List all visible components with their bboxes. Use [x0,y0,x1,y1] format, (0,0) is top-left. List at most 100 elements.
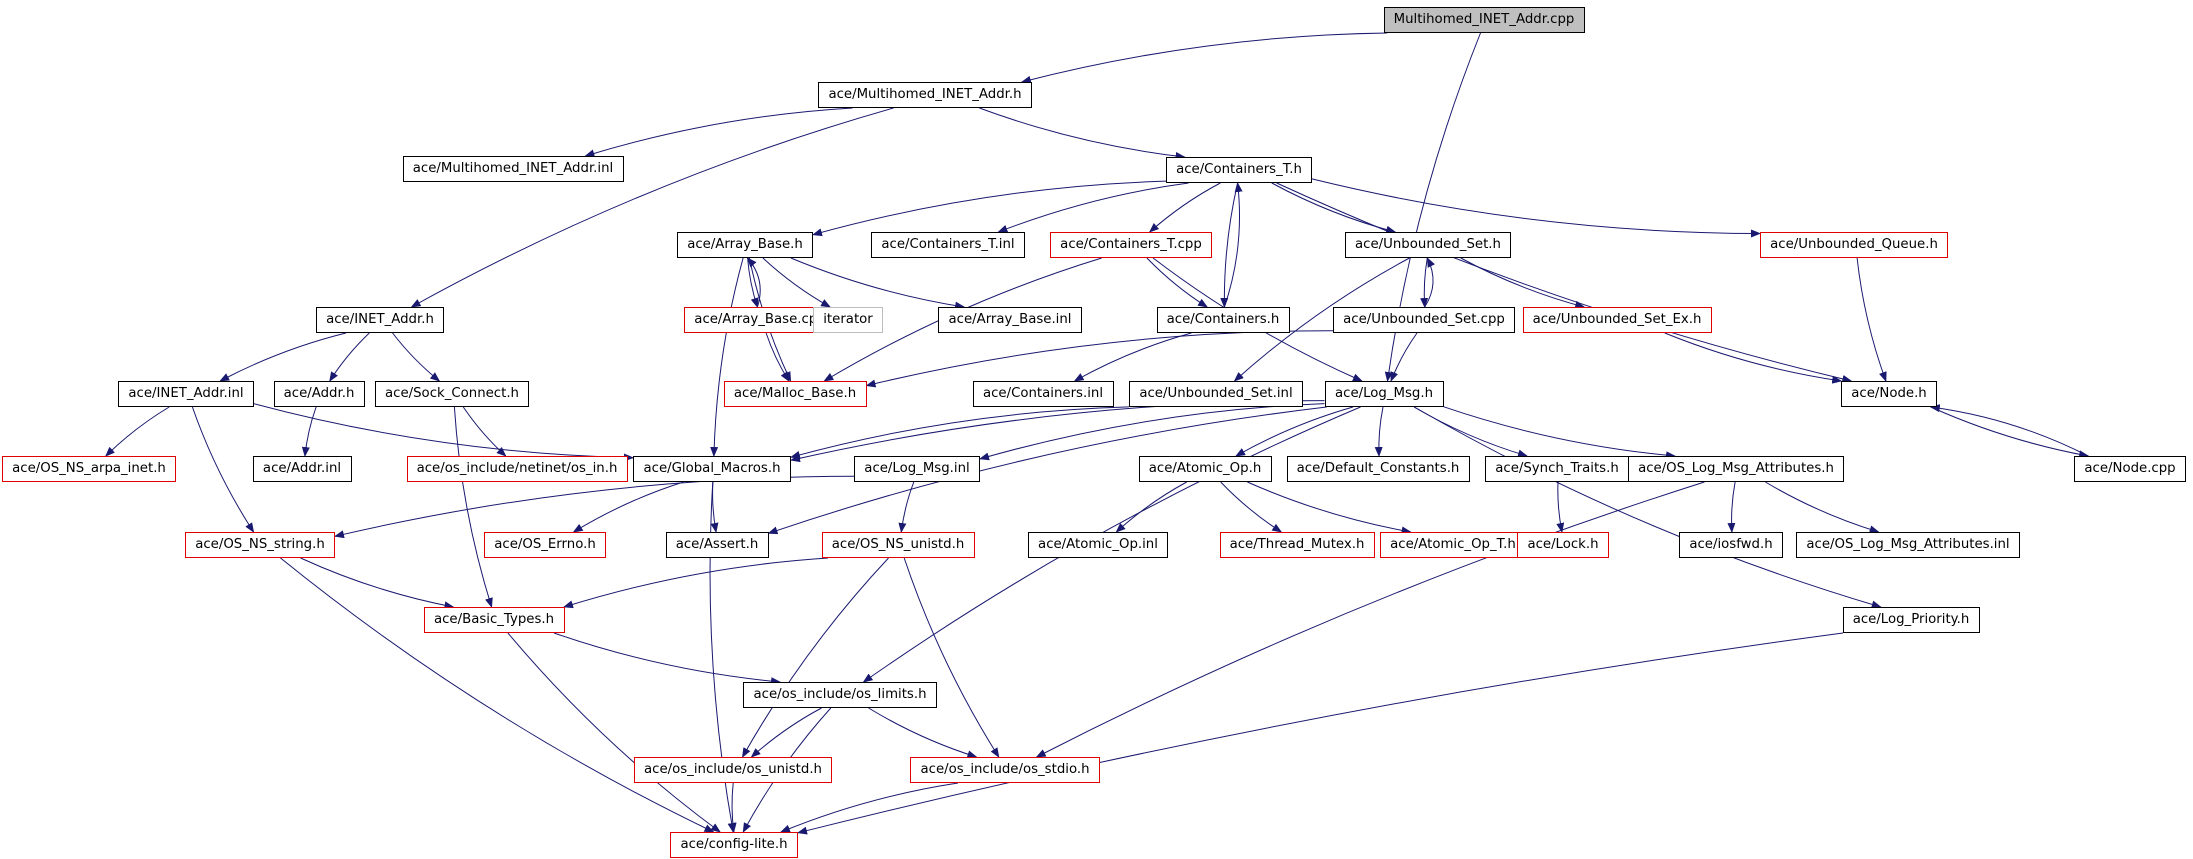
edge-cont_t_h-to-cont_t_cpp [1148,182,1221,233]
edge-unb_set_inl-to-glob_mac [790,406,1130,459]
node-ace-inet-addr-h[interactable]: ace/INET_Addr.h [316,307,444,333]
node-ace-log-msg-h[interactable]: ace/Log_Msg.h [1324,381,1444,407]
node-ace-containers-h[interactable]: ace/Containers.h [1156,307,1290,333]
edge-arr_cpp-to-malloc [765,332,790,382]
edge-cont_t_cpp-to-cont_h [1146,257,1208,308]
node-ace-os-include-os-stdio-h[interactable]: ace/os_include/os_stdio.h [910,757,1100,783]
node-ace-unbounded-set-ex-h[interactable]: ace/Unbounded_Set_Ex.h [1522,307,1712,333]
node-ace-addr-inl[interactable]: ace/Addr.inl [252,456,352,482]
edge-os_log_attr_h-to-os_log_attr_inl [1765,481,1880,534]
node-ace-sock-connect-h[interactable]: ace/Sock_Connect.h [375,381,529,407]
edge-unb_set_cpp-to-malloc [865,330,1334,388]
edge-log_msg_h-to-synch [1413,406,1528,458]
node-ace-iosfwd-h[interactable]: ace/iosfwd.h [1679,532,1783,558]
edge-os_limits-to-os_inc_unistd [750,707,822,758]
node-ace-os-ns-arpa-inet-h[interactable]: ace/OS_NS_arpa_inet.h [2,456,176,482]
node-ace-array-base-inl[interactable]: ace/Array_Base.inl [938,307,1082,333]
edge-os_unistd-to-os_inc_unistd [742,557,889,758]
edge-node_cpp-to-node_h [1929,404,2089,457]
edge-log_msg_inl-to-os_unistd [898,481,915,533]
edge-root-to-log_msg_h [1384,32,1481,382]
edge-cont_t_h-to-unb_q_h [1311,178,1761,238]
edge-log_msg_h-to-os_log_attr_h [1443,406,1676,460]
node-ace-unbounded-set-cpp[interactable]: ace/Unbounded_Set.cpp [1333,307,1515,333]
edge-log_msg_h-to-assert [767,406,1327,535]
node-ace-array-base-cpp[interactable]: ace/Array_Base.cpp [684,307,836,333]
edge-sock_h-to-os_in [462,406,507,457]
node-ace-basic-types-h[interactable]: ace/Basic_Types.h [423,607,565,633]
node-ace-assert-h[interactable]: ace/Assert.h [665,532,769,558]
edge-unb_set_h-to-unb_set_ex [1460,257,1586,309]
node-ace-atomic-op-inl[interactable]: ace/Atomic_Op.inl [1028,532,1168,558]
node-ace-log-priority-h[interactable]: ace/Log_Priority.h [1842,607,1980,633]
edge-mh_h-to-cont_t_h [979,107,1186,160]
edge-log_msg_h-to-log_prio [1414,406,1882,609]
node-ace-os-include-netinet-os-in-h[interactable]: ace/os_include/netinet/os_in.h [406,456,628,482]
edge-root-to-mh_h [1020,32,1388,84]
node-ace-os-log-msg-attributes-h[interactable]: ace/OS_Log_Msg_Attributes.h [1628,456,1844,482]
edge-glob_mac-to-assert [710,481,719,533]
node-ace-inet-addr-inl[interactable]: ace/INET_Addr.inl [118,381,254,407]
edge-unb_q_h-to-node_h [1856,257,1887,382]
node-ace-containers-t-h[interactable]: ace/Containers_T.h [1166,157,1312,183]
edge-os_unistd-to-basic_types [563,557,829,609]
node-ace-config-lite-h[interactable]: ace/config-lite.h [670,832,798,858]
node-iterator[interactable]: iterator [813,307,883,333]
node-ace-containers-t-cpp[interactable]: ace/Containers_T.cpp [1050,232,1212,258]
edge-os_limits-to-os_stdio [868,707,978,759]
edge-sock_h-to-basic_types [453,406,493,608]
node-ace-os-include-os-limits-h[interactable]: ace/os_include/os_limits.h [743,682,937,708]
edge-log_msg_inl-to-os_string [334,475,855,539]
node-ace-synch-traits-h[interactable]: ace/Synch_Traits.h [1485,456,1629,482]
node-ace-global-macros-h[interactable]: ace/Global_Macros.h [633,456,791,482]
edge-cont_t_h-to-cont_h [1220,182,1239,308]
node-ace-lock-h[interactable]: ace/Lock.h [1517,532,1609,558]
node-multihomed-inet-addr-cpp[interactable]: Multihomed_INET_Addr.cpp [1383,7,1585,33]
edge-atomic_h-to-atomic_inl [1115,481,1187,533]
edge-mh_h-to-mh_inl [584,107,853,158]
node-ace-addr-h[interactable]: ace/Addr.h [273,381,365,407]
edge-inet_h-to-inet_inl [219,332,347,382]
node-ace-atomic-op-t-h[interactable]: ace/Atomic_Op_T.h [1380,532,1526,558]
node-ace-atomic-op-h[interactable]: ace/Atomic_Op.h [1138,456,1272,482]
edge-inet_h-to-addr_h [329,332,370,382]
node-ace-os-ns-unistd-h[interactable]: ace/OS_NS_unistd.h [821,532,975,558]
edge-node_h-to-node_cpp [1930,406,2090,459]
edge-unb_set_ex-to-node_h [1664,332,1843,384]
edge-arr_cpp-to-arr_h [746,257,761,308]
edge-synch-to-lock [1556,481,1565,533]
edge-unb_set_h-to-unb_set_cpp [1420,257,1429,308]
node-ace-containers-t-inl[interactable]: ace/Containers_T.inl [871,232,1025,258]
edge-glob_mac-to-os_errno [572,481,684,533]
edge-os_log_attr_h-to-os_stdio [1035,481,1705,758]
edge-addr_h-to-addr_inl [301,406,317,457]
edge-glob_mac-to-config_lite [709,481,736,833]
edge-os_stdio-to-config_lite [780,782,959,833]
node-ace-node-h[interactable]: ace/Node.h [1841,381,1937,407]
node-ace-unbounded-queue-h[interactable]: ace/Unbounded_Queue.h [1760,232,1948,258]
edge-os_inc_unistd-to-config_lite [728,782,737,833]
edge-log_prio-to-config_lite [797,632,1844,835]
node-ace-unbounded-set-inl[interactable]: ace/Unbounded_Set.inl [1129,381,1303,407]
node-ace-log-msg-inl[interactable]: ace/Log_Msg.inl [854,456,980,482]
node-ace-default-constants-h[interactable]: ace/Default_Constants.h [1286,456,1470,482]
edge-os_log_attr_h-to-iosfwd [1727,481,1736,533]
node-ace-multihomed-inet-addr-h[interactable]: ace/Multihomed_INET_Addr.h [818,82,1032,108]
node-ace-os-errno-h[interactable]: ace/OS_Errno.h [484,532,606,558]
node-ace-node-cpp[interactable]: ace/Node.cpp [2074,456,2186,482]
edge-unb_set_cpp-to-unb_set_h [1424,257,1435,308]
node-ace-os-ns-string-h[interactable]: ace/OS_NS_string.h [185,532,335,558]
edge-cont_t_h-to-arr_h [812,180,1167,237]
node-ace-thread-mutex-h[interactable]: ace/Thread_Mutex.h [1219,532,1375,558]
edge-log_msg_h-to-def_const [1374,406,1384,457]
node-ace-unbounded-set-h[interactable]: ace/Unbounded_Set.h [1345,232,1511,258]
edge-layer [105,32,2090,835]
node-ace-malloc-base-h[interactable]: ace/Malloc_Base.h [723,381,867,407]
node-ace-os-log-msg-attributes-inl[interactable]: ace/OS_Log_Msg_Attributes.inl [1796,532,2020,558]
node-ace-array-base-h[interactable]: ace/Array_Base.h [677,232,813,258]
node-ace-os-include-os-unistd-h[interactable]: ace/os_include/os_unistd.h [634,757,832,783]
edge-unb_set_cpp-to-log_msg_h [1390,332,1418,382]
node-ace-multihomed-inet-addr-inl[interactable]: ace/Multihomed_INET_Addr.inl [402,156,624,182]
node-ace-containers-inl[interactable]: ace/Containers.inl [972,381,1114,407]
